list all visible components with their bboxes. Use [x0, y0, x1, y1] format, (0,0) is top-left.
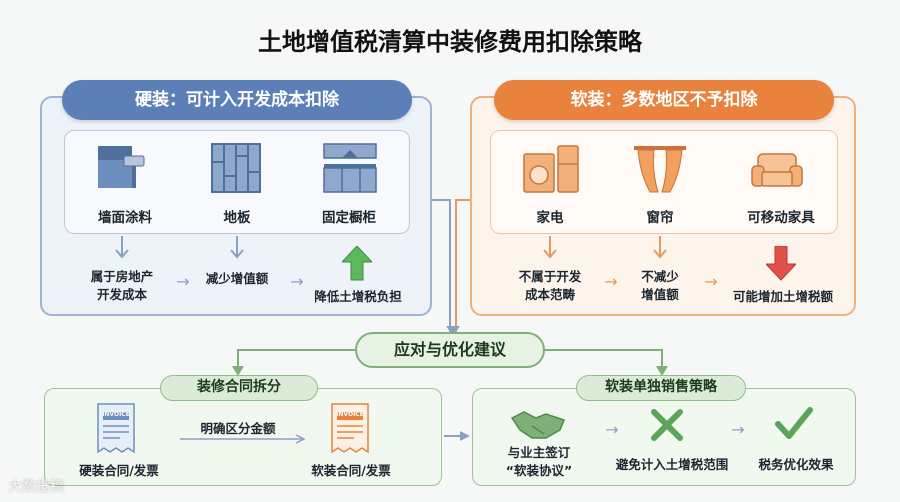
soft-item-furniture: 可移动家具	[747, 210, 815, 226]
hard-item-wall-paint: 墙面涂料	[98, 210, 152, 226]
page-title: 土地增值税清算中装修费用扣除策略	[258, 28, 642, 56]
suggestions-header: 应对与优化建议	[355, 332, 545, 368]
right-arrow-icon: →	[290, 272, 304, 291]
right-arrow-icon: →	[176, 272, 190, 291]
right-arrow-icon: →	[604, 272, 618, 291]
down-arrow-icon	[653, 236, 667, 259]
sofa-icon	[751, 153, 803, 187]
cabinet-icon	[323, 143, 377, 193]
invoice-icon	[97, 403, 135, 454]
green-up-arrow-icon	[342, 246, 372, 281]
soft-sale-strategy-tag: 软装单独销售策略	[576, 375, 746, 401]
hard-flow-step-2: 减少增值额	[205, 271, 269, 286]
soft-flow-step-2: 不减少 增值额	[641, 269, 679, 302]
invoice-label-hard: INVOICE	[102, 411, 130, 418]
hard-flow-step-1: 属于房地产 开发成本	[90, 269, 154, 302]
right-arrow-icon: →	[731, 420, 745, 439]
curtain-icon	[634, 146, 686, 193]
right-arrow-icon	[180, 434, 306, 444]
hard-flow-step-3: 降低土增税负担	[314, 289, 402, 304]
wall-paint-icon	[98, 146, 145, 188]
hard-item-cabinet: 固定橱柜	[322, 210, 376, 226]
appliance-icon	[523, 145, 579, 193]
sign-agreement-label: 与业主签订 “软装协议”	[505, 445, 573, 478]
handshake-icon	[510, 411, 565, 439]
soft-flow-step-3: 可能增加土增税额	[732, 289, 833, 304]
soft-decoration-header: 软装：多数地区不予扣除	[494, 80, 834, 120]
contract-split-tag: 装修合同拆分	[160, 375, 318, 401]
separate-amount-label: 明确区分金额	[200, 421, 276, 436]
soft-flow-step-1: 不属于开发 成本范畴	[518, 269, 582, 302]
hard-decoration-header: 硬装：可计入开发成本扣除	[62, 80, 412, 120]
avoid-scope-label: 避免计入土增税范围	[615, 457, 729, 472]
hard-contract-label: 硬装合同/发票	[79, 463, 159, 478]
hard-item-floor: 地板	[223, 210, 251, 226]
floor-icon	[211, 143, 261, 193]
soft-item-appliance: 家电	[536, 210, 564, 226]
right-arrow-icon: →	[605, 420, 619, 439]
down-arrow-icon	[230, 236, 244, 259]
invoice-label-soft: INVOICE	[336, 411, 364, 418]
down-arrow-icon	[543, 236, 557, 259]
invoice-icon	[331, 403, 369, 454]
red-down-arrow-icon	[766, 246, 796, 281]
tax-optimization-label: 税务优化效果	[758, 457, 834, 472]
soft-item-curtain: 窗帘	[646, 210, 674, 226]
right-arrow-icon: →	[704, 272, 718, 291]
watermark: 大数投稿	[8, 479, 64, 495]
check-icon	[775, 407, 813, 439]
soft-contract-label: 软装合同/发票	[311, 463, 391, 478]
cross-icon	[651, 409, 683, 441]
down-arrow-icon	[115, 236, 129, 259]
